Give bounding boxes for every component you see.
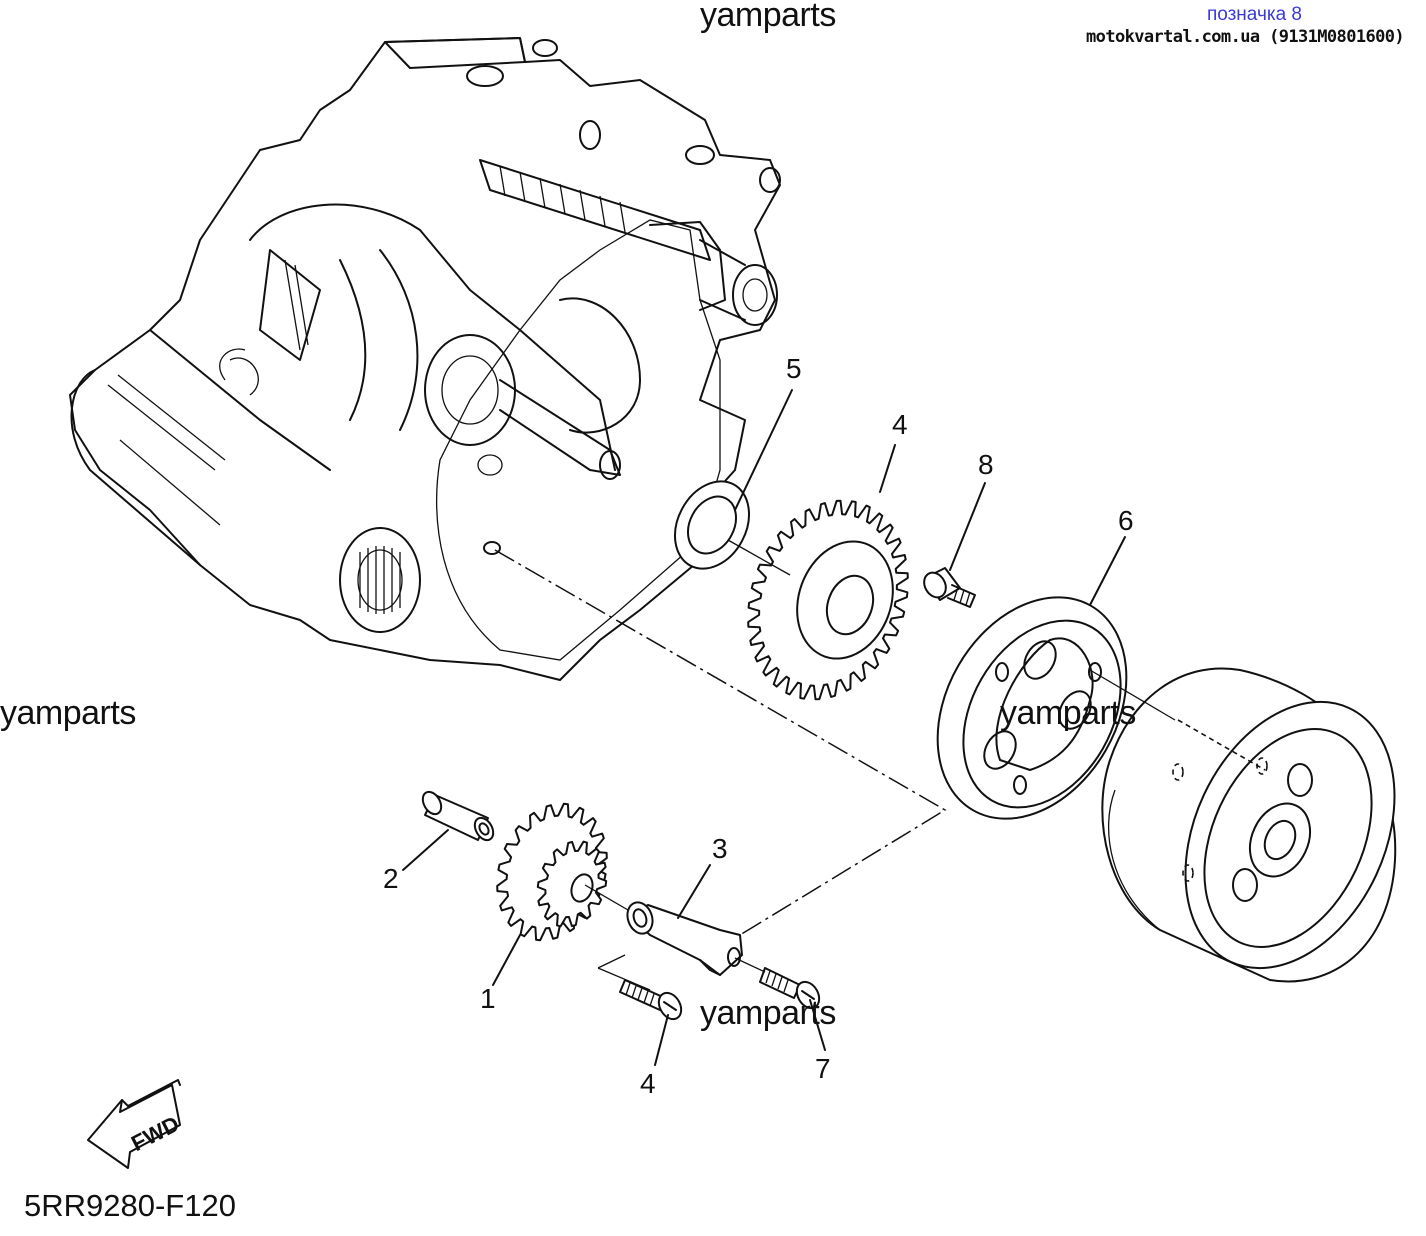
mark-label: позначка 8 <box>1206 4 1302 25</box>
callout-number: 3 <box>712 833 728 864</box>
callout-number: 2 <box>383 863 399 894</box>
callout-number: 1 <box>480 983 496 1014</box>
watermark: yamparts <box>1000 694 1136 732</box>
dowel-pin-part <box>421 790 495 842</box>
drive-gear-part <box>496 802 608 942</box>
callout-number: 6 <box>1118 505 1134 536</box>
fwd-arrow-icon: FWD <box>87 1079 183 1169</box>
screw-part <box>759 967 821 1010</box>
callout-number: 4 <box>892 409 908 440</box>
washer-part <box>674 480 750 570</box>
callout-number: 8 <box>978 449 994 480</box>
starter-wheel-gear-part <box>747 499 909 701</box>
watermark: yamparts <box>700 0 836 34</box>
bolt-part <box>923 567 976 608</box>
watermark: yamparts <box>700 994 836 1032</box>
diagram-code: 5RR9280-F120 <box>24 1188 236 1223</box>
screw-part <box>619 979 683 1021</box>
callout-number: 5 <box>786 353 802 384</box>
watermark: yamparts <box>0 694 136 732</box>
plate-part <box>626 901 743 976</box>
callout-number: 4 <box>640 1068 656 1099</box>
rotor-part <box>1101 667 1397 983</box>
site-label: motokvartal.com.ua (9131M0801600) <box>1086 27 1405 47</box>
starter-clutch-part <box>936 596 1128 820</box>
engine-crankcase <box>69 37 781 681</box>
callout-number: 7 <box>815 1053 831 1084</box>
callout-leaders <box>402 389 1126 1066</box>
assembly-lines <box>494 539 1266 991</box>
